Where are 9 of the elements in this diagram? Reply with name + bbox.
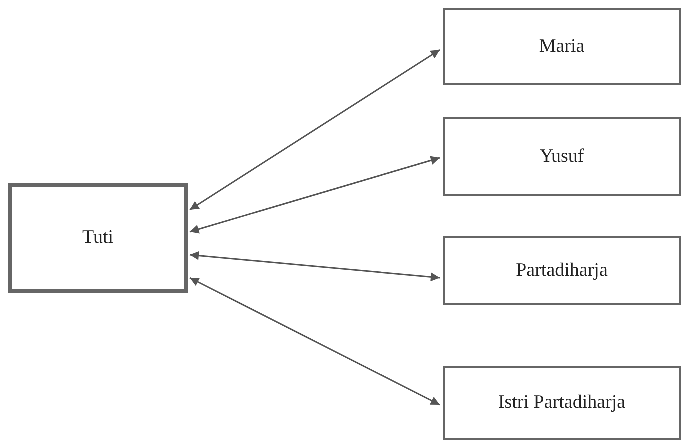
person-box: Tuti xyxy=(8,183,188,293)
person-box: Partadiharja xyxy=(443,236,681,305)
double-arrow xyxy=(190,277,440,406)
person-box: Maria xyxy=(443,8,681,85)
person-box: Istri Partadiharja xyxy=(443,366,681,440)
person-box: Yusuf xyxy=(443,117,681,196)
double-arrow xyxy=(190,251,440,282)
double-arrow xyxy=(190,156,440,234)
double-arrow xyxy=(190,49,440,211)
